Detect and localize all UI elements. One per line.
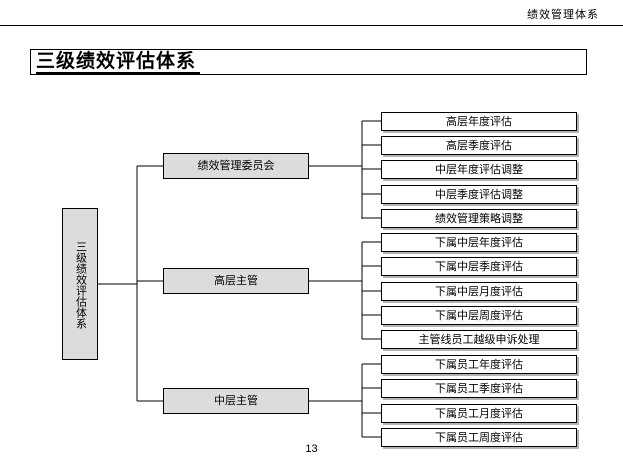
- leaf-node[interactable]: 高层季度评估: [381, 136, 577, 155]
- leaf-node[interactable]: 下属中层月度评估: [381, 282, 577, 301]
- leaf-node[interactable]: 下属员工季度评估: [381, 379, 577, 398]
- branch-node-middle-manager[interactable]: 中层主管: [163, 382, 316, 414]
- slide-title-box: [30, 49, 587, 75]
- leaf-node[interactable]: 下属员工周度评估: [381, 428, 577, 447]
- leaf-node[interactable]: 高层年度评估: [381, 112, 577, 131]
- branch-node-senior-manager[interactable]: 高层主管: [163, 262, 316, 294]
- leaf-node[interactable]: 下属中层周度评估: [381, 306, 577, 325]
- branch-node-performance-committee[interactable]: 绩效管理委员会: [163, 147, 316, 179]
- header-title: 绩效管理体系: [527, 9, 599, 21]
- leaf-node[interactable]: 中层年度评估调整: [381, 160, 577, 179]
- page-title: 三级绩效评估体系: [36, 51, 197, 72]
- leaf-node[interactable]: 下属员工年度评估: [381, 355, 577, 374]
- header-rule: [0, 25, 623, 26]
- leaf-node[interactable]: 中层季度评估调整: [381, 185, 577, 204]
- leaf-node[interactable]: 绩效管理策略调整: [381, 209, 577, 228]
- page-number: 13: [305, 443, 318, 455]
- leaf-node[interactable]: 下属中层季度评估: [381, 257, 577, 276]
- root-node[interactable]: 三级绩效评估体系: [62, 201, 104, 360]
- leaf-node[interactable]: 下属员工月度评估: [381, 404, 577, 423]
- leaf-node[interactable]: 主管线员工越级申诉处理: [381, 330, 577, 349]
- slide-title-underline: [36, 72, 200, 74]
- leaf-node[interactable]: 下属中层年度评估: [381, 233, 577, 252]
